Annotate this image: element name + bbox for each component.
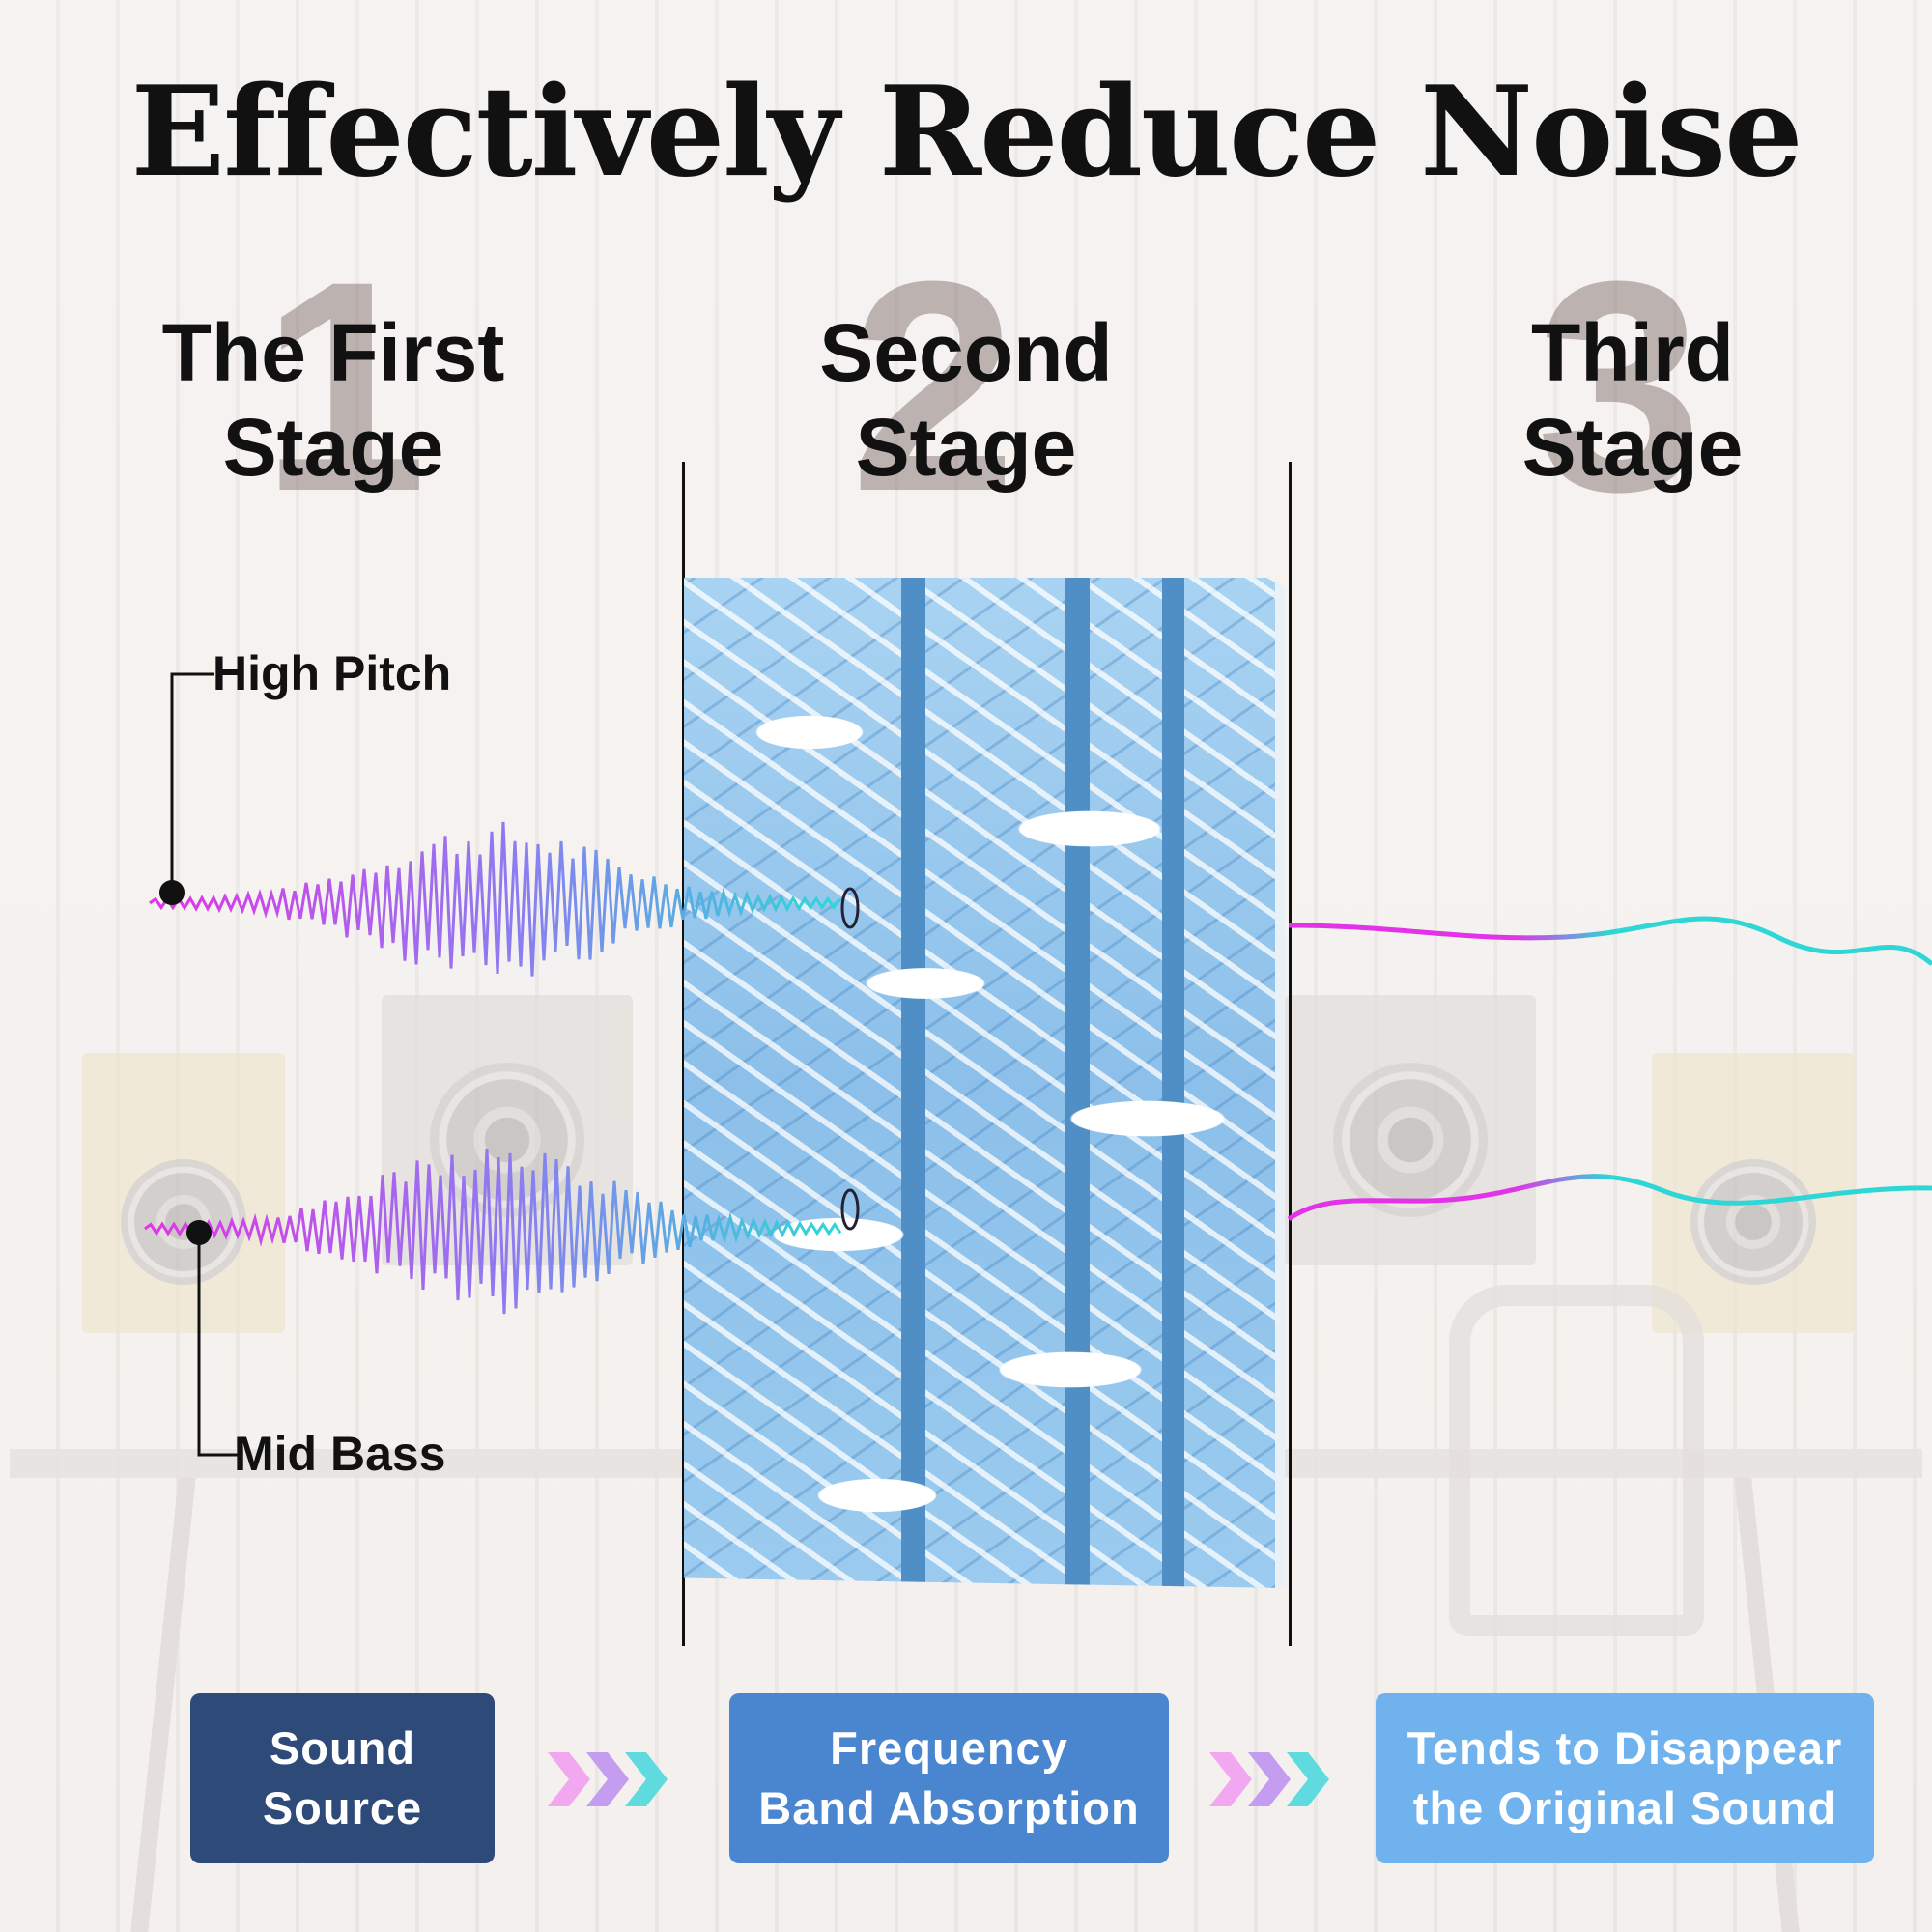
high-pitch-pointer-dot [159,880,185,905]
high-pitch-pointer-line [170,672,214,893]
chevron-right-icon [1287,1752,1329,1806]
chevron-right-icon [1209,1752,1252,1806]
output-wave-mid [1287,1174,1932,1222]
wave-ripple-mid [840,1188,860,1231]
high-pitch-wave [149,821,841,977]
stage-divider-left [682,462,685,1646]
chevron-right-icon [1248,1752,1291,1806]
stage-heading-line1: Third [1531,307,1734,398]
flow-arrows-2 [1209,1752,1329,1806]
stage-number-1: 1 [261,218,428,554]
flow-box-line2: Source [262,1782,423,1833]
stage-heading-2: Second Stage [744,305,1188,495]
stage-heading-line1: Second [819,307,1113,398]
stage-heading-1: The First Stage [116,305,551,495]
flow-box-disappear: Tends to Disappear the Original Sound [1376,1693,1874,1863]
stage-heading-line2: Stage [1521,402,1744,493]
chevron-right-icon [625,1752,668,1806]
mid-bass-pointer-line [197,1233,238,1457]
stage-divider-right [1289,462,1292,1646]
chevron-right-icon [548,1752,590,1806]
output-wave-high [1288,916,1932,966]
stage-heading-line1: The First [161,307,505,398]
flow-box-line2: the Original Sound [1412,1782,1837,1833]
page-title: Effectively Reduce Noise [130,60,1804,205]
acoustic-panel-image [684,578,1285,1588]
flow-box-line1: Frequency [830,1722,1068,1774]
high-pitch-label: High Pitch [213,646,452,700]
flow-box-line2: Band Absorption [758,1782,1140,1833]
flow-box-line1: Tends to Disappear [1406,1722,1843,1774]
flow-arrows-1 [548,1752,668,1806]
stage-number-2: 2 [850,218,1017,554]
mid-bass-label: Mid Bass [234,1427,446,1481]
stage-heading-line2: Stage [222,402,444,493]
stage-heading-3: Third Stage [1420,305,1845,495]
chevron-right-icon [586,1752,629,1806]
wave-ripple-high [840,887,860,929]
stage-number-3: 3 [1536,218,1703,554]
mid-bass-wave [144,1148,842,1315]
mid-bass-pointer-dot [186,1220,212,1245]
stage-heading-line2: Stage [855,402,1077,493]
flow-box-line1: Sound [269,1722,416,1774]
